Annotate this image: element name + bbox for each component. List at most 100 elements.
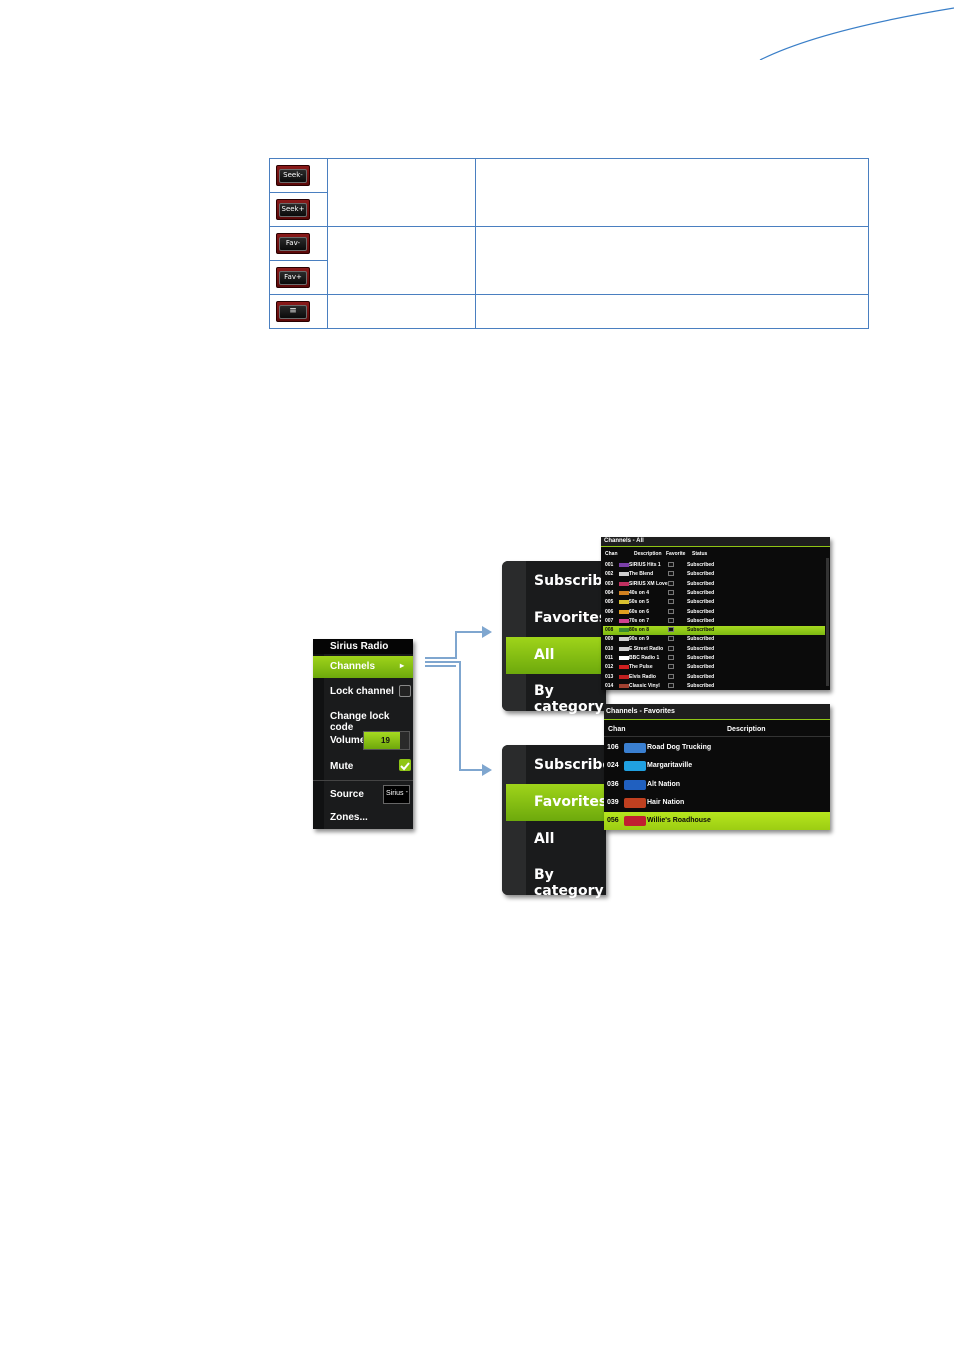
favorite-checkbox[interactable] xyxy=(668,580,674,586)
category-by-category[interactable]: By category xyxy=(534,683,604,715)
category-subscribed[interactable]: Subscribed xyxy=(534,757,622,773)
table-divider xyxy=(270,226,868,227)
row-description: SIRIUS XM Love xyxy=(629,580,668,587)
row-description: The Pulse xyxy=(629,664,653,671)
channel-logo-icon xyxy=(619,618,629,623)
seek-minus-key[interactable]: Seek- xyxy=(276,165,310,186)
header-description: Description xyxy=(634,551,662,557)
category-all[interactable]: All xyxy=(534,831,555,847)
favorite-checkbox[interactable] xyxy=(668,571,674,577)
seek-plus-key[interactable]: Seek+ xyxy=(276,199,310,220)
grid-title: Channels - Favorites xyxy=(606,708,675,715)
menu-list-key[interactable]: ≡ xyxy=(276,301,310,322)
category-by-category[interactable]: By category xyxy=(534,867,604,899)
channel-logo-icon xyxy=(624,779,646,790)
mute-item[interactable]: Mute xyxy=(324,755,413,777)
row-description: 60s on 6 xyxy=(629,608,650,615)
lock-channel-checkbox[interactable] xyxy=(399,685,411,697)
category-all-selected[interactable]: All xyxy=(506,637,606,674)
channel-logo-icon xyxy=(619,609,629,614)
row-status: Subscribed xyxy=(687,673,715,680)
row-status: Subscribed xyxy=(687,645,715,652)
channel-logo-icon xyxy=(619,581,629,586)
favorite-checkbox[interactable] xyxy=(668,562,674,567)
volume-slider[interactable]: 19 xyxy=(363,731,410,750)
row-status: Subscribed xyxy=(687,655,715,661)
row-description: Willie's Roadhouse xyxy=(647,817,711,825)
favorite-checkbox[interactable] xyxy=(668,617,674,623)
row-chan: 008 xyxy=(605,627,614,634)
scrollbar[interactable] xyxy=(826,558,829,686)
zones-label: Zones... xyxy=(330,812,368,823)
volume-item: Volume 19 xyxy=(324,729,413,751)
key-table: Seek- Seek+ Fav- Fav+ ≡ xyxy=(269,158,869,329)
fav-minus-key-label: Fav- xyxy=(279,236,307,251)
row-description: Classic Vinyl xyxy=(629,682,660,689)
row-chan: 002 xyxy=(605,571,614,578)
table-divider xyxy=(327,159,328,328)
favorite-checkbox[interactable] xyxy=(668,608,674,614)
source-dropdown[interactable]: Sirius - xyxy=(383,785,410,804)
header-favorite: Favorite xyxy=(666,551,686,557)
zones-item[interactable]: Zones... xyxy=(324,807,413,829)
channel-logo-icon xyxy=(624,761,646,772)
category-favorites-selected[interactable]: Favorites xyxy=(506,784,607,821)
row-description: Road Dog Trucking xyxy=(647,744,712,751)
fav-minus-key[interactable]: Fav- xyxy=(276,233,310,254)
channel-logo-icon xyxy=(619,665,629,670)
lock-channel-item[interactable]: Lock channel xyxy=(324,680,413,702)
channel-logo-icon xyxy=(624,816,646,827)
channels-menu-item[interactable]: Channels ▸ xyxy=(313,656,413,678)
category-subscribed[interactable]: Subscribed xyxy=(534,573,622,589)
grid-titlebar xyxy=(604,704,830,720)
menu-list-icon: ≡ xyxy=(279,304,307,319)
favorite-checkbox[interactable] xyxy=(668,627,674,633)
row-description: 70s on 7 xyxy=(629,617,650,624)
row-description: 40s on 4 xyxy=(629,589,650,596)
change-lock-code-item[interactable]: Change lock code xyxy=(324,705,413,733)
favorite-checkbox[interactable] xyxy=(668,599,674,605)
row-status: Subscribed xyxy=(687,589,715,596)
header-status: Status xyxy=(692,551,708,557)
row-description: E Street Radio xyxy=(629,645,664,652)
mute-checkbox[interactable] xyxy=(399,759,411,771)
row-status: Subscribed xyxy=(687,562,715,568)
row-status: Subscribed xyxy=(687,664,715,671)
favorite-checkbox[interactable] xyxy=(668,682,674,688)
favorite-checkbox[interactable] xyxy=(668,673,674,679)
row-chan: 007 xyxy=(605,617,614,624)
table-divider xyxy=(270,192,327,193)
channels-all-panel: Channels - All Chan Description Favorite… xyxy=(601,537,830,690)
favorite-checkbox[interactable] xyxy=(668,589,674,595)
fav-plus-key[interactable]: Fav+ xyxy=(276,267,310,288)
page-curve-decoration xyxy=(759,7,954,60)
favorite-checkbox[interactable] xyxy=(668,655,674,660)
mute-label: Mute xyxy=(330,761,354,772)
favorite-checkbox[interactable] xyxy=(668,645,674,651)
favorite-checkbox[interactable] xyxy=(668,636,674,642)
row-description: 90s on 9 xyxy=(629,636,650,643)
favorite-checkbox[interactable] xyxy=(668,664,674,670)
category-all: All xyxy=(534,647,555,663)
source-value: Sirius xyxy=(386,790,404,797)
category-favorites[interactable]: Favorites xyxy=(534,610,608,626)
